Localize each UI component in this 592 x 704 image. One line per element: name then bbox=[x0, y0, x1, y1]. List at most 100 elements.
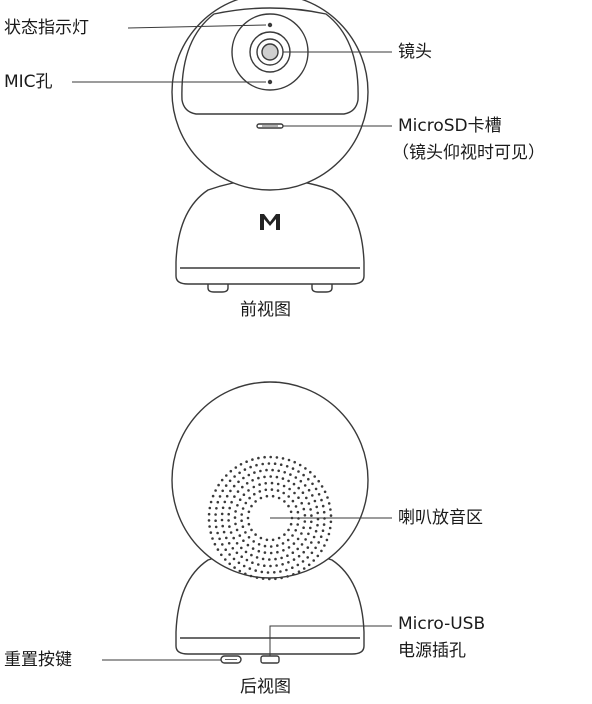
speaker-hole bbox=[232, 557, 236, 561]
label-usb: Micro-USB bbox=[398, 614, 486, 634]
speaker-hole bbox=[320, 549, 323, 553]
speaker-hole bbox=[301, 560, 305, 563]
speaker-hole bbox=[240, 555, 243, 558]
speaker-hole bbox=[327, 532, 331, 536]
leader-status-light bbox=[127, 24, 267, 29]
speaker-hole bbox=[322, 523, 326, 526]
speaker-hole bbox=[309, 526, 312, 530]
speaker-hole bbox=[264, 488, 268, 492]
speaker-hole bbox=[247, 522, 251, 526]
speaker-hole bbox=[246, 543, 250, 547]
speaker-hole bbox=[294, 505, 298, 508]
speaker-hole bbox=[220, 518, 224, 522]
speaker-hole bbox=[261, 462, 265, 466]
speaker-hole bbox=[326, 496, 329, 499]
speaker-hole bbox=[307, 488, 311, 492]
speaker-hole bbox=[282, 484, 286, 488]
speaker-hole bbox=[220, 553, 223, 557]
back-camera bbox=[171, 381, 369, 664]
speaker-hole bbox=[220, 512, 224, 516]
speaker-hole bbox=[245, 482, 249, 485]
speaker-hole bbox=[263, 564, 266, 567]
speaker-hole bbox=[233, 516, 237, 519]
speaker-hole bbox=[215, 507, 218, 510]
speaker-hole bbox=[235, 528, 239, 532]
speaker-hole bbox=[310, 551, 314, 555]
speaker-hole bbox=[211, 494, 215, 498]
speaker-hole bbox=[307, 563, 311, 567]
speaker-hole bbox=[273, 462, 277, 466]
speaker-hole bbox=[227, 519, 230, 522]
speaker-hole bbox=[241, 485, 244, 489]
speaker-hole bbox=[289, 510, 293, 514]
speaker-hole bbox=[255, 576, 259, 579]
speaker-hole bbox=[223, 500, 227, 504]
speaker-hole bbox=[263, 475, 266, 479]
speaker-hole bbox=[248, 496, 251, 500]
speaker-hole bbox=[310, 541, 313, 544]
micro-usb-port bbox=[260, 655, 280, 664]
speaker-hole bbox=[249, 465, 252, 469]
speaker-hole bbox=[264, 482, 268, 485]
speaker-hole bbox=[279, 570, 282, 573]
speaker-hole bbox=[302, 473, 305, 477]
speaker-hole bbox=[228, 525, 231, 528]
mic-hole bbox=[267, 79, 273, 85]
front-faceplate bbox=[181, 7, 359, 115]
speaker-hole bbox=[303, 514, 307, 517]
speaker-hole bbox=[241, 525, 245, 528]
speaker-hole bbox=[238, 534, 242, 537]
speaker-hole bbox=[297, 496, 300, 500]
speaker-hole bbox=[225, 474, 228, 477]
speaker-hole bbox=[268, 577, 271, 581]
speaker-hole bbox=[280, 556, 283, 560]
speaker-hole bbox=[325, 538, 329, 542]
speaker-hole bbox=[254, 533, 257, 536]
speaker-hole bbox=[285, 568, 288, 572]
speaker-hole bbox=[322, 510, 326, 514]
speaker-hole bbox=[258, 490, 262, 493]
speaker-hole bbox=[309, 470, 312, 474]
back-head bbox=[171, 381, 369, 579]
front-camera bbox=[171, 0, 369, 293]
speaker-hole bbox=[286, 554, 289, 557]
speaker-hole bbox=[234, 466, 238, 469]
speaker-hole bbox=[254, 500, 257, 503]
speaker-hole bbox=[242, 493, 246, 497]
speaker-hole bbox=[252, 485, 256, 489]
speaker-hole bbox=[291, 566, 294, 569]
speaker-hole bbox=[310, 514, 313, 517]
speaker-hole bbox=[286, 538, 290, 542]
label-mic: MIC孔 bbox=[4, 72, 53, 92]
speaker-hole bbox=[307, 477, 310, 481]
speaker-hole bbox=[252, 540, 255, 543]
speaker-hole bbox=[311, 482, 314, 486]
speaker-hole bbox=[312, 559, 316, 562]
speaker-hole bbox=[281, 563, 284, 566]
speaker-hole bbox=[316, 523, 319, 527]
speaker-hole bbox=[221, 506, 225, 510]
speaker-hole bbox=[216, 531, 219, 535]
speaker-hole bbox=[233, 566, 236, 569]
speaker-hole bbox=[323, 544, 326, 547]
speaker-hole bbox=[316, 511, 320, 515]
speaker-hole bbox=[283, 533, 286, 536]
speaker-hole bbox=[233, 495, 236, 498]
m-logo-icon bbox=[260, 214, 280, 230]
speaker-hole bbox=[232, 536, 235, 540]
speaker-hole bbox=[292, 482, 296, 486]
front-head bbox=[171, 0, 369, 191]
speaker-hole bbox=[235, 551, 239, 555]
speaker-hole bbox=[296, 537, 300, 541]
speaker-hole bbox=[258, 483, 261, 486]
label-lens: 镜头 bbox=[398, 42, 432, 62]
speaker-hole bbox=[231, 547, 235, 550]
speaker-hole bbox=[297, 570, 301, 573]
speaker-hole bbox=[266, 571, 270, 574]
speaker-hole bbox=[323, 490, 327, 494]
speaker-hole bbox=[304, 538, 307, 541]
speaker-hole bbox=[221, 524, 224, 528]
speaker-hole bbox=[273, 571, 276, 574]
speaker-hole bbox=[275, 456, 279, 459]
speaker-hole bbox=[227, 542, 231, 545]
